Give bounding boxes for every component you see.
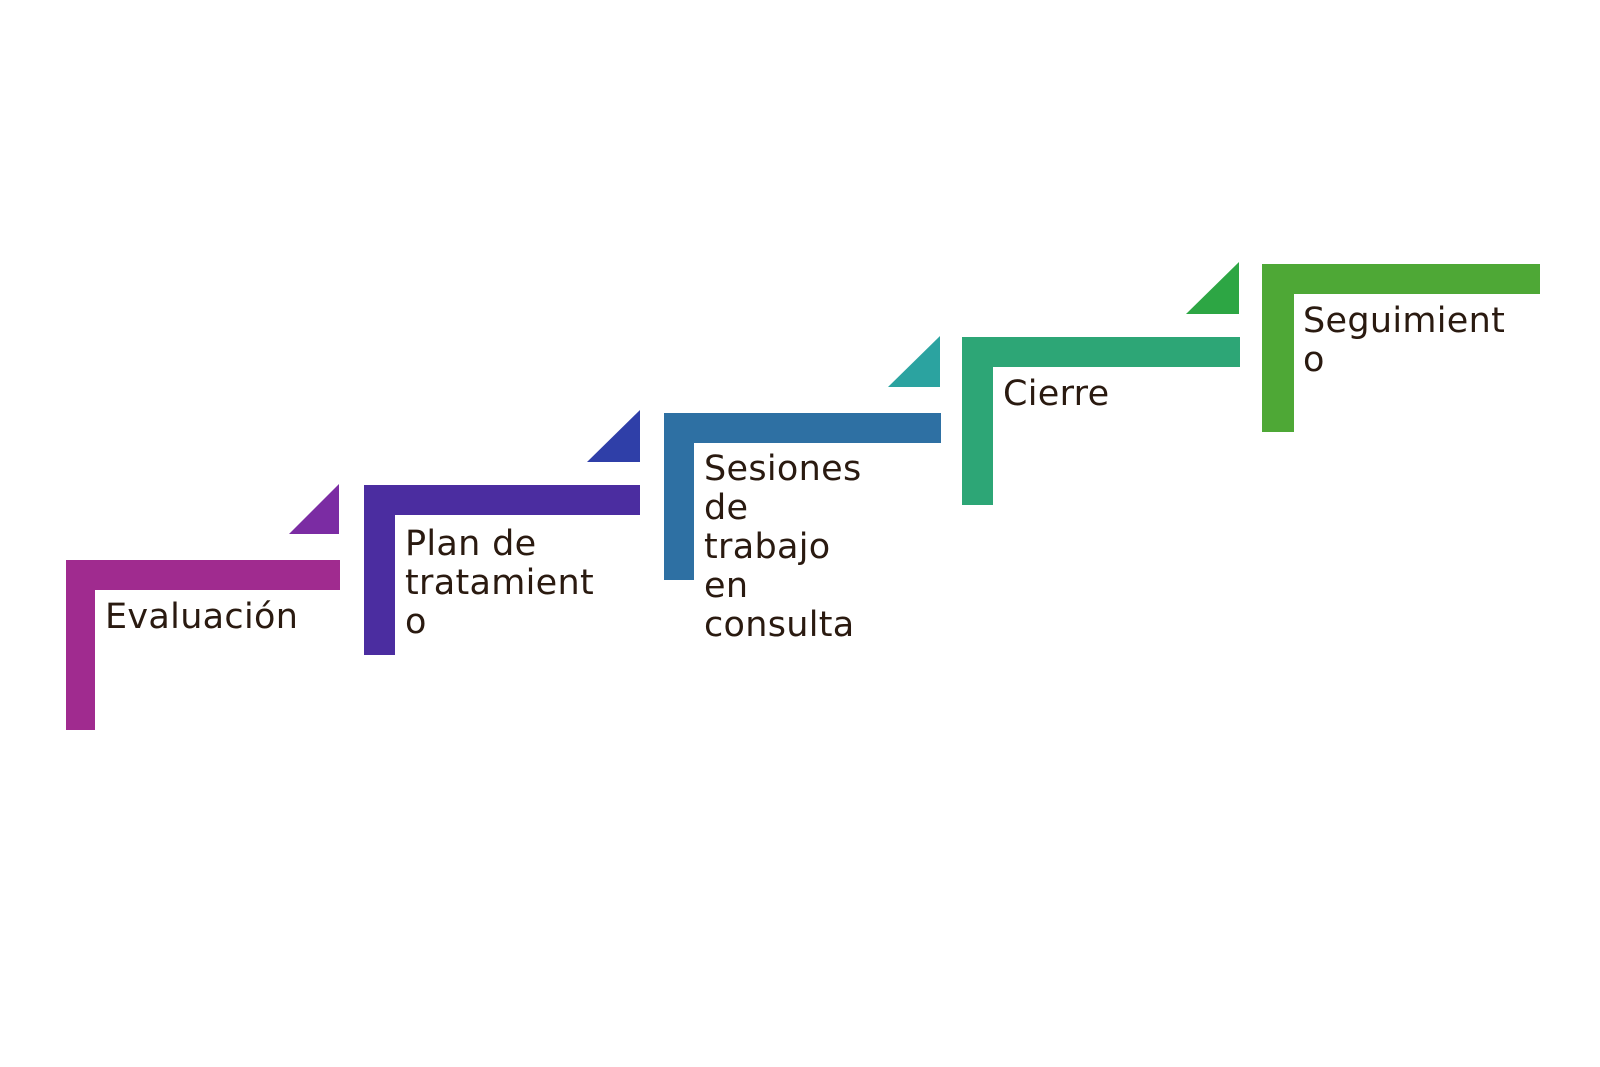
step-3-top-bar [664, 413, 941, 443]
step-5-top-bar [1262, 264, 1540, 294]
step-1-arrow-triangle [289, 484, 339, 534]
step-1-label: Evaluación [105, 597, 299, 637]
step-5-label: Seguimient o [1303, 301, 1506, 380]
step-2-arrow-triangle [587, 410, 640, 462]
step-4-arrow-triangle [1186, 262, 1239, 314]
step-4-left-bar [962, 337, 993, 505]
step-3-left-bar [664, 413, 694, 580]
step-2-label: Plan de tratamient o [405, 524, 594, 642]
step-5-left-bar [1262, 264, 1294, 432]
step-3-arrow-triangle [888, 336, 940, 387]
step-4-label: Cierre [1003, 374, 1110, 414]
step-1-top-bar [66, 560, 340, 590]
step-1-left-bar [66, 560, 95, 730]
step-3-label: Sesiones de trabajo en consulta [704, 449, 862, 645]
step-4-top-bar [962, 337, 1240, 367]
step-2-left-bar [364, 485, 395, 655]
step-2-top-bar [364, 485, 640, 515]
